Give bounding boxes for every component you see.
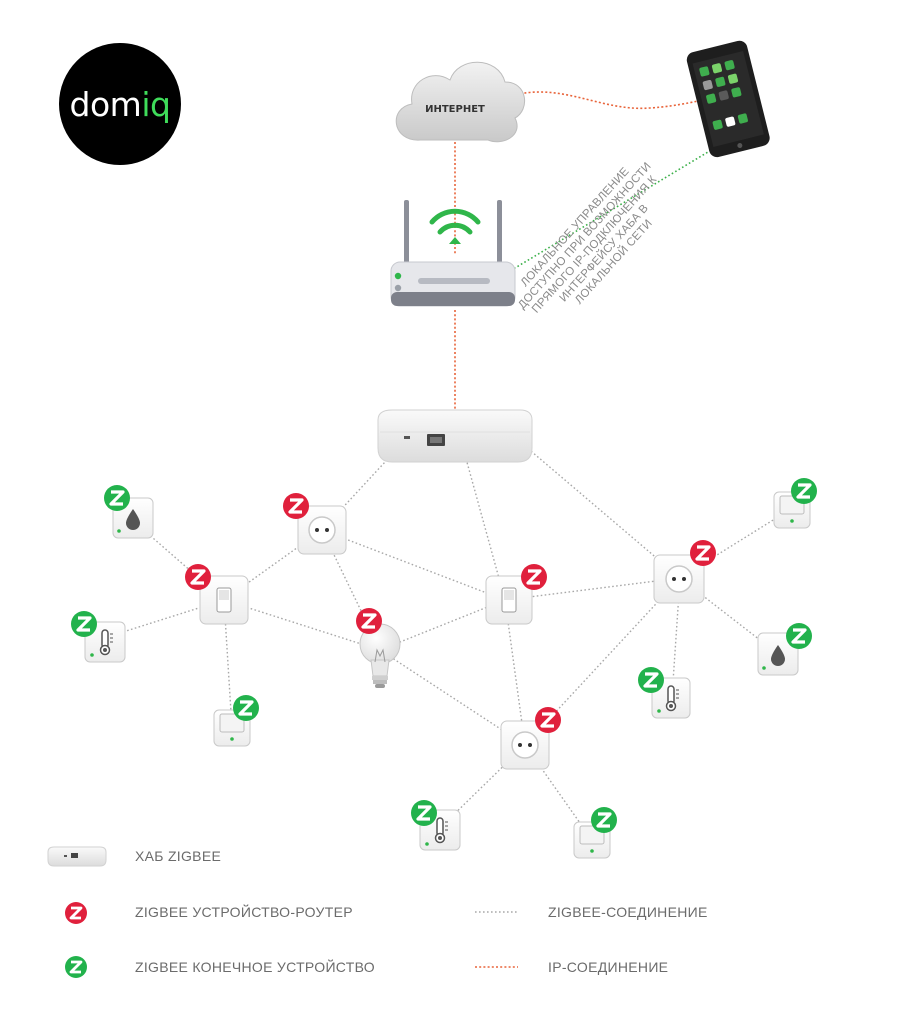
- legend-end-device-label: ZIGBEE КОНЕЧНОЕ УСТРОЙСТВО: [135, 959, 375, 975]
- leak-sensor-icon: [771, 645, 785, 666]
- zigbee-hub: [377, 409, 533, 463]
- legend-graphics: [47, 846, 518, 978]
- zigbee-logo-icon: [76, 616, 92, 632]
- legend-router-label: ZIGBEE УСТРОЙСТВО-РОУТЕР: [135, 904, 353, 920]
- zigbee-connections: [103, 445, 787, 841]
- zigbee-logo-icon: [238, 700, 254, 716]
- router-badge: [690, 540, 716, 566]
- hub-icon: [377, 409, 533, 463]
- end-thermo-sensor-1: [84, 621, 126, 663]
- thermometer-icon: [434, 817, 448, 844]
- router-switch-1: [199, 575, 249, 625]
- ip-line-cloud-phone: [507, 91, 716, 110]
- router-badge: [185, 564, 211, 590]
- wifi-icon: [429, 208, 481, 235]
- motion-sensor-icon: [219, 713, 245, 733]
- end-badge: [638, 667, 664, 693]
- legend-end-badge: [65, 956, 87, 978]
- end-badge: [71, 611, 97, 637]
- end-badge: [233, 695, 259, 721]
- wifi-router: [390, 200, 516, 307]
- switch-icon: [501, 587, 517, 613]
- router-badge: [356, 608, 382, 634]
- zigbee-logo-icon: [69, 960, 83, 974]
- socket-icon: [511, 731, 539, 759]
- leak-sensor-icon: [126, 509, 140, 530]
- zigbee-logo-icon: [190, 569, 206, 585]
- router-socket-2: [653, 554, 705, 604]
- end-badge: [104, 485, 130, 511]
- zigbee-logo-icon: [526, 569, 542, 585]
- end-badge: [791, 478, 817, 504]
- zigbee-badges: [71, 478, 817, 833]
- legend-hub-label: ХАБ ZIGBEE: [135, 848, 222, 864]
- end-badge: [411, 800, 437, 826]
- zigbee-logo-icon: [69, 906, 83, 920]
- zigbee-logo-icon: [796, 483, 812, 499]
- zigbee-logo-icon: [643, 672, 659, 688]
- zigbee-logo-icon: [288, 498, 304, 514]
- zigbee-logo-icon: [361, 613, 377, 629]
- zigbee-logo-icon: [791, 628, 807, 644]
- router-badge: [521, 564, 547, 590]
- socket-icon: [308, 516, 336, 544]
- logo-text-main: dom: [69, 84, 142, 124]
- local-line-phone-router: [514, 139, 729, 269]
- zigbee-logo-icon: [596, 812, 612, 828]
- local-control-note: ЛОКАЛЬНОЕ УПРАВЛЕНИЕ ДОСТУПНО ПРИ ВОЗМОЖ…: [516, 160, 659, 315]
- zigbee-logo-icon: [540, 712, 556, 728]
- legend-router-badge: [65, 902, 87, 924]
- legend-zigbee-link-label: ZIGBEE-СОЕДИНЕНИЕ: [548, 904, 708, 920]
- legend-hub-icon: [47, 846, 107, 867]
- end-leak-sensor-2: [757, 632, 799, 676]
- legend-ip-link-label: IP-СОЕДИНЕНИЕ: [548, 959, 669, 975]
- router-badge: [535, 707, 561, 733]
- socket-icon: [665, 565, 693, 593]
- logo-text-accent: iq: [141, 84, 171, 124]
- ip-connections: [454, 91, 716, 410]
- end-badge: [591, 807, 617, 833]
- thermometer-icon: [665, 685, 679, 712]
- router-socket-1: [297, 505, 347, 555]
- zigbee-logo-icon: [109, 490, 125, 506]
- end-badge: [786, 623, 812, 649]
- cloud-label: ИНТЕРНЕТ: [425, 104, 485, 115]
- router-badge: [283, 493, 309, 519]
- smartphone: [686, 40, 770, 158]
- internet-cloud: ИНТЕРНЕТ: [395, 61, 526, 143]
- router-switch-2: [485, 575, 533, 625]
- zigbee-logo-icon: [416, 805, 432, 821]
- cloud-icon: [395, 61, 526, 143]
- switch-icon: [216, 587, 232, 613]
- end-thermo-sensor-2: [651, 677, 691, 719]
- thermometer-icon: [99, 629, 113, 656]
- router-socket-3: [500, 720, 550, 770]
- zigbee-logo-icon: [695, 545, 711, 561]
